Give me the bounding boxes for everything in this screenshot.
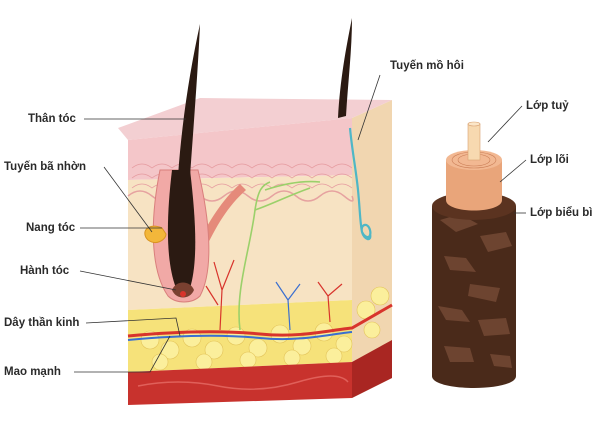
hair-bulb <box>172 282 194 298</box>
label-nang-toc: Nang tóc <box>26 222 76 234</box>
nerves <box>238 180 321 331</box>
leader-lines <box>74 74 527 373</box>
hair-cross-section <box>432 121 516 388</box>
hair-shaft-right <box>338 18 352 118</box>
capillaries <box>205 259 343 331</box>
dermal-papilla <box>180 291 186 297</box>
medulla <box>467 123 481 161</box>
label-tuyen-mo-hoi: Tuyến mồ hôi <box>390 60 464 72</box>
hair-shaft-left <box>178 24 200 176</box>
label-lop-bieu-bi: Lớp biểu bì <box>530 207 593 219</box>
blood-vessel <box>127 303 393 338</box>
label-hanh-toc: Hành tóc <box>20 265 70 277</box>
label-tuyen-ba-nhon: Tuyến bã nhờn <box>4 161 87 173</box>
sebaceous-gland <box>144 225 167 243</box>
sweat-gland <box>348 127 372 241</box>
label-mao-mach: Mao mạnh <box>4 366 61 378</box>
muscle-layer-front <box>128 362 352 405</box>
label-day-than-kinh: Dây thần kinh <box>4 317 80 329</box>
hair-root <box>167 170 196 294</box>
muscle-layer-side <box>352 340 392 398</box>
cuticle-texture <box>438 214 512 368</box>
label-than-toc: Thân tóc <box>28 113 76 125</box>
label-lop-loi: Lớp lõi <box>530 154 569 166</box>
skin-cross-section <box>118 18 393 405</box>
label-lop-tuy: Lớp tuỷ <box>526 100 569 112</box>
cortex-ring <box>446 160 502 211</box>
